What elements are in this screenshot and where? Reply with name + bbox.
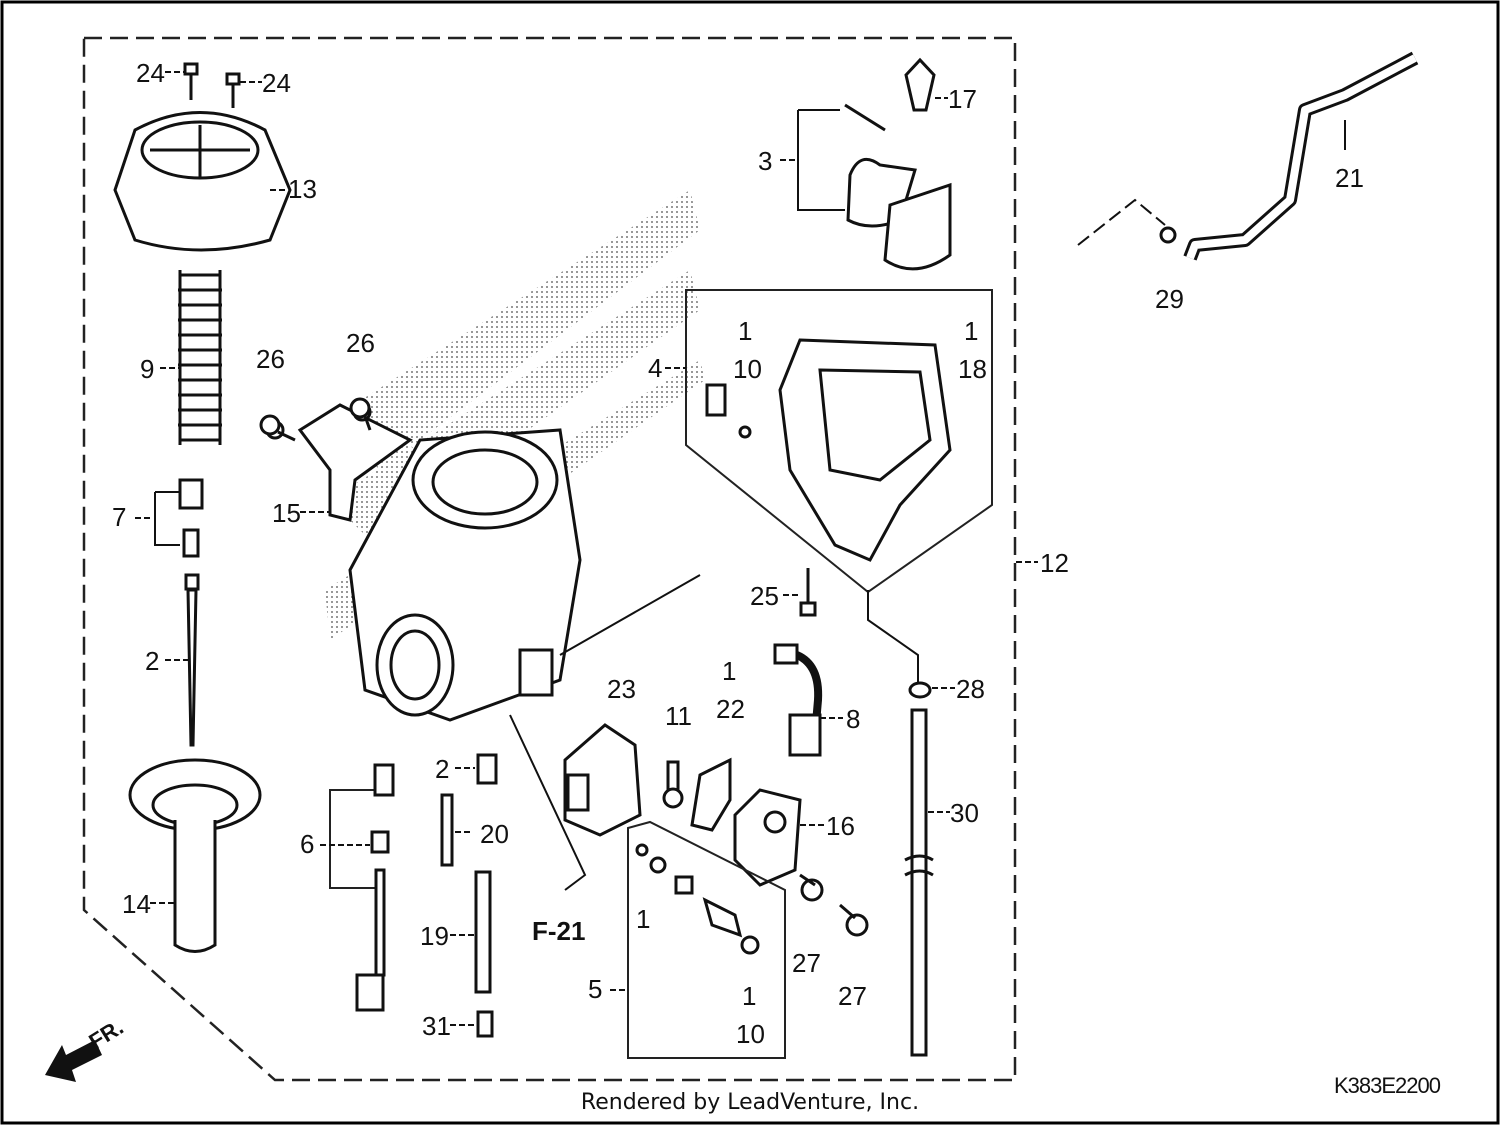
bolt-26-left <box>259 414 296 442</box>
callout-15: 15 <box>272 498 301 528</box>
clip-29 <box>1159 226 1177 244</box>
callout-21: 21 <box>1335 163 1364 193</box>
callout-5: 5 <box>588 974 602 1004</box>
callout-11: 11 <box>665 701 692 731</box>
spring-9 <box>178 270 222 445</box>
callout-10-a: 10 <box>733 354 762 384</box>
callout-12: 12 <box>1040 548 1069 578</box>
screw-24-left <box>183 62 199 100</box>
callout-17: 17 <box>948 84 977 114</box>
front-direction-arrow: FR. <box>45 1014 128 1082</box>
callout-26-left: 26 <box>256 344 285 374</box>
callout-26-right: 26 <box>346 328 375 358</box>
callout-24-right: 24 <box>262 68 291 98</box>
float-valve-17 <box>904 57 936 112</box>
float-chamber-enclosure-4 <box>685 289 993 594</box>
callout-8: 8 <box>846 704 860 734</box>
f21-leader <box>509 714 587 891</box>
callout-4: 4 <box>648 353 662 383</box>
callout-9: 9 <box>140 354 154 384</box>
cover-23 <box>563 723 642 837</box>
screw-24-right <box>225 72 241 108</box>
callout-6: 6 <box>300 829 314 859</box>
callout-23: 23 <box>607 674 636 704</box>
assembly-boundary <box>82 36 1017 1082</box>
callout-leaders <box>135 71 1038 1026</box>
leader-28 <box>867 590 919 682</box>
callout-10-kit: 10 <box>736 1019 765 1049</box>
sensor-8 <box>773 643 823 757</box>
callout-14: 14 <box>122 889 151 919</box>
callout-25: 25 <box>750 581 779 611</box>
callout-31: 31 <box>422 1011 451 1041</box>
callout-18: 18 <box>958 354 987 384</box>
jet-19 <box>474 870 492 994</box>
callout-1-kit: 1 <box>636 904 650 934</box>
kit-enclosure-5 <box>627 820 786 1059</box>
screw-27-a <box>799 873 824 902</box>
jet-set-enclosure-6 <box>329 789 378 889</box>
drain-tube-30 <box>904 708 934 1057</box>
top-cover-13 <box>113 111 292 252</box>
jet-set-6 <box>355 763 395 1012</box>
screw-31 <box>476 1010 494 1038</box>
callout-1-b: 1 <box>964 316 978 346</box>
gasket-22 <box>690 757 732 832</box>
callout-13: 13 <box>288 174 317 204</box>
sensor-body-16 <box>733 788 802 887</box>
callout-19: 19 <box>420 921 449 951</box>
callout-20: 20 <box>480 819 509 849</box>
jet-20 <box>440 793 454 867</box>
needle-holder-7 <box>178 478 204 558</box>
clip-28 <box>908 681 932 699</box>
piston-diaphragm-14 <box>128 758 262 953</box>
callout-29: 29 <box>1155 284 1184 314</box>
footer-credit: Rendered by LeadVenture, Inc. <box>580 1090 920 1115</box>
jet-needle-2 <box>184 573 200 747</box>
callout-16: 16 <box>826 811 855 841</box>
float-chamber-4 <box>705 338 952 562</box>
bracket-leaders <box>154 109 1346 546</box>
float-3 <box>844 103 952 271</box>
callout-28: 28 <box>956 674 985 704</box>
callout-labels: 24 24 13 9 7 2 14 26 26 15 6 2 20 19 31 … <box>112 58 1364 1049</box>
callout-1-22: 1 <box>722 656 736 686</box>
callout-27-b: 27 <box>838 981 867 1011</box>
kit-parts-5 <box>635 843 760 955</box>
bolt-26-right <box>349 397 372 431</box>
callout-1-kit-b: 1 <box>742 981 756 1011</box>
reference-f21: F-21 <box>532 916 585 946</box>
callout-7: 7 <box>112 502 126 532</box>
callout-2-needle: 2 <box>145 646 159 676</box>
tube-leader-29 <box>1077 198 1166 246</box>
overflow-tube-21 <box>1183 51 1419 261</box>
jet-2-lower <box>476 753 498 785</box>
part-code: K383E2200 <box>1334 1073 1441 1098</box>
screw-25 <box>799 568 817 617</box>
callout-24-left: 24 <box>136 58 165 88</box>
screw-27-b <box>839 903 869 937</box>
screw-11 <box>662 760 684 809</box>
callout-2-jet: 2 <box>435 754 449 784</box>
carburetor-body <box>348 428 582 722</box>
callout-1-a: 1 <box>738 316 752 346</box>
callout-3: 3 <box>758 146 772 176</box>
callout-22: 22 <box>716 694 745 724</box>
callout-30: 30 <box>950 798 979 828</box>
callout-27-a: 27 <box>792 948 821 978</box>
